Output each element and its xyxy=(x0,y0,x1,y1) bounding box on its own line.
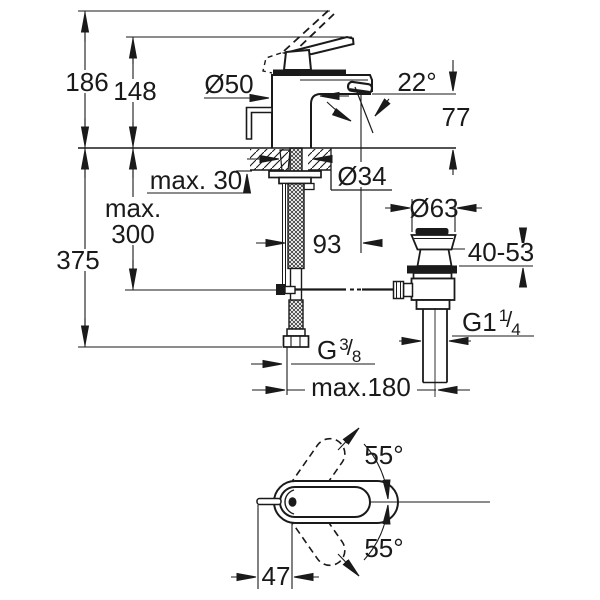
pull-rod xyxy=(245,106,273,140)
dimension-labels: 186 148 Ø50 22° 77 max. 30 Ø34 max. 300 … xyxy=(56,67,534,591)
handle-pivot-dot xyxy=(288,497,297,507)
waste-body xyxy=(410,277,456,301)
dim-rod-max-line1: max. xyxy=(105,193,161,223)
dim-total-height: 186 xyxy=(65,67,108,97)
dim-waste-deck-range: 40-53 xyxy=(468,237,535,267)
handle-neck xyxy=(282,48,313,71)
spout-underside xyxy=(310,93,371,148)
dim-swivel-up: 55° xyxy=(364,440,403,470)
dim-handle-offset: 47 xyxy=(262,561,291,591)
popup-waste-assembly xyxy=(392,228,457,397)
dim-handle-height: 148 xyxy=(113,76,156,106)
front-view-faucet xyxy=(245,9,374,148)
waste-lever-knob xyxy=(392,280,405,300)
mounting-washer xyxy=(268,170,322,179)
dim-aerator-angle: 22° xyxy=(397,67,436,97)
popup-rod-vertical xyxy=(282,183,286,288)
mounting-nut xyxy=(278,176,312,185)
dim-body-diameter: Ø50 xyxy=(204,69,253,99)
waste-seal-washer xyxy=(407,265,457,274)
handle-tip xyxy=(256,497,282,506)
dim-hole-diameter: Ø34 xyxy=(337,161,386,191)
hose-nut xyxy=(282,335,310,348)
supply-hose-braided xyxy=(287,182,305,270)
top-view-handle xyxy=(231,428,490,589)
dim-spout-projection: 93 xyxy=(313,229,342,259)
waste-neck xyxy=(416,248,453,267)
hose-braid-lower xyxy=(288,299,304,330)
dim-rod-max-line2: 300 xyxy=(111,219,154,249)
waste-lever-stem xyxy=(402,282,414,298)
faucet-body xyxy=(271,74,373,148)
dim-waste-flange-diameter: Ø63 xyxy=(409,193,458,223)
dim-deck-thickness: max. 30 xyxy=(150,165,243,195)
waste-plug xyxy=(415,228,449,235)
aerator xyxy=(346,80,374,95)
dim-rod-connection: max.180 xyxy=(311,372,411,402)
dim-spout-to-deck: 77 xyxy=(442,102,471,132)
clamp-wedge xyxy=(279,149,291,172)
handle-base-plate xyxy=(273,69,346,75)
dimension-lines xyxy=(78,10,534,395)
stream-angled-line xyxy=(354,86,374,134)
handle-raised-dashed xyxy=(262,9,335,74)
dim-swivel-down: 55° xyxy=(364,533,403,563)
rod-coupler xyxy=(276,284,285,295)
dim-hose-length: 375 xyxy=(56,245,99,275)
label-backgrounds xyxy=(53,70,537,399)
waste-flange xyxy=(410,234,457,251)
mounting-hardware xyxy=(268,147,394,348)
